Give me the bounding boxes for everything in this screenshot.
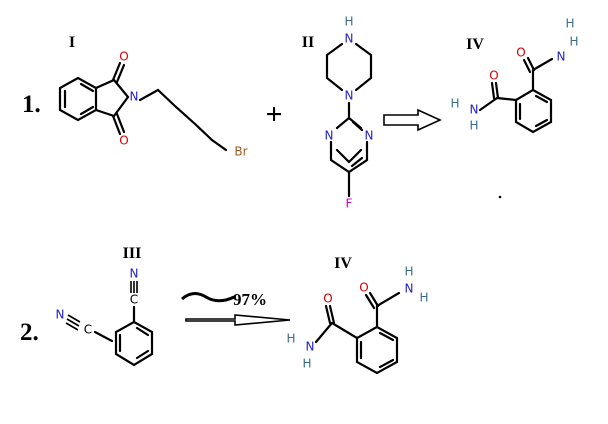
compound-IV-1-benzene-double-bonds <box>518 94 549 128</box>
compound-I-carbonyl-bottom <box>111 112 126 136</box>
compound-IV-1-hydrogen-bottom: H <box>469 119 478 133</box>
compound-IV-1-amide-n-left: N <box>470 103 479 117</box>
compound-II-pyrimidine-n-right: N <box>365 129 374 143</box>
stray-dot <box>498 195 502 199</box>
compound-IV-2-oxygen-left: O <box>323 292 332 306</box>
compound-I-butyl-chain <box>138 88 228 152</box>
compound-I-bromine: Br <box>234 145 247 159</box>
compound-IV-2-amide-n-top: N <box>405 282 414 296</box>
compound-IV-1-oxygen-left: O <box>489 69 498 83</box>
reaction-1-arrow <box>383 108 442 132</box>
reaction-2-number: 2. <box>20 319 39 346</box>
compound-IV-reaction-2: IV H H N O O N H H <box>286 255 429 375</box>
compound-IV-1-amide-left <box>478 81 500 112</box>
compound-III-benzene-double-bonds <box>118 326 150 360</box>
reaction-2-yield: 97% <box>233 290 267 309</box>
compound-IV-label-1: IV <box>466 36 484 53</box>
compound-IV-1-amide-top <box>522 56 554 74</box>
compound-I-oxygen-bottom: O <box>119 134 128 148</box>
plus-sign: + <box>265 98 282 131</box>
compound-II-pyrimidine-double-bonds <box>350 120 364 168</box>
compound-IV-2-oxygen-top: O <box>359 281 368 295</box>
compound-II-piperazine-ring <box>325 42 373 92</box>
reaction-1-number: 1. <box>22 91 41 118</box>
compound-III-label: III <box>123 245 142 262</box>
compound-III-nitrile-n-left: N <box>56 308 65 322</box>
compound-II: II H N N N N F <box>302 15 374 211</box>
compound-IV-1-hydrogen-left: H <box>450 97 459 111</box>
compound-IV-label-2: IV <box>334 255 352 272</box>
squiggle-mark <box>181 292 235 303</box>
compound-I-label: I <box>69 34 75 51</box>
compound-I-benzene-double-bonds <box>63 82 95 116</box>
compound-I-oxygen-top: O <box>119 50 128 64</box>
compound-IV-2-amide-left <box>314 304 336 344</box>
compound-I: I O O N Br <box>58 34 248 159</box>
compound-III-triple-bond-top <box>130 281 138 293</box>
compound-III: III N C N C <box>56 245 154 367</box>
compound-IV-2-amide-top <box>364 291 401 310</box>
compound-II-label: II <box>302 34 314 51</box>
compound-II-fluorine: F <box>346 197 353 211</box>
compound-III-benzene-ring <box>114 320 154 367</box>
compound-II-nh-hydrogen: H <box>344 15 353 29</box>
compound-III-nitrile-n-top: N <box>130 267 139 281</box>
compound-III-nitrile-c-left: C <box>84 323 92 337</box>
compound-III-triple-bond-left <box>65 314 81 331</box>
compound-IV-2-benzene-ring <box>330 304 399 375</box>
compound-IV-1-oxygen-top: O <box>516 46 525 60</box>
compound-I-carbonyl-top <box>111 61 126 84</box>
compound-IV-2-benzene-double-bonds <box>359 331 395 369</box>
compound-III-nitrile-c-top: C <box>130 293 138 307</box>
compound-IV-2-hydrogen-left: H <box>286 332 295 346</box>
compound-I-nitrogen: N <box>130 90 139 104</box>
compound-IV-2-hydrogen-bottom: H <box>302 357 311 371</box>
compound-I-imide-ring <box>94 78 130 118</box>
compound-IV-2-hydrogen-right: H <box>419 291 428 305</box>
reaction-2-arrow <box>185 314 291 326</box>
compound-IV-1-hydrogen-right: H <box>569 35 578 49</box>
compound-IV-reaction-1: IV H H N O O N H H <box>450 17 579 199</box>
compound-IV-2-hydrogen-top: H <box>404 265 413 279</box>
compound-II-piperazine-n: N <box>345 89 354 103</box>
compound-IV-2-amide-n-left: N <box>306 340 315 354</box>
compound-IV-1-benzene-ring <box>495 68 553 134</box>
compound-IV-1-hydrogen-top: H <box>565 17 574 31</box>
compound-II-pyrimidine-n-left: N <box>325 129 334 143</box>
compound-IV-1-amide-n-top: N <box>557 50 566 64</box>
compound-III-cyano-bonds <box>93 305 136 343</box>
compound-II-piperazine-nh: N <box>345 32 354 46</box>
